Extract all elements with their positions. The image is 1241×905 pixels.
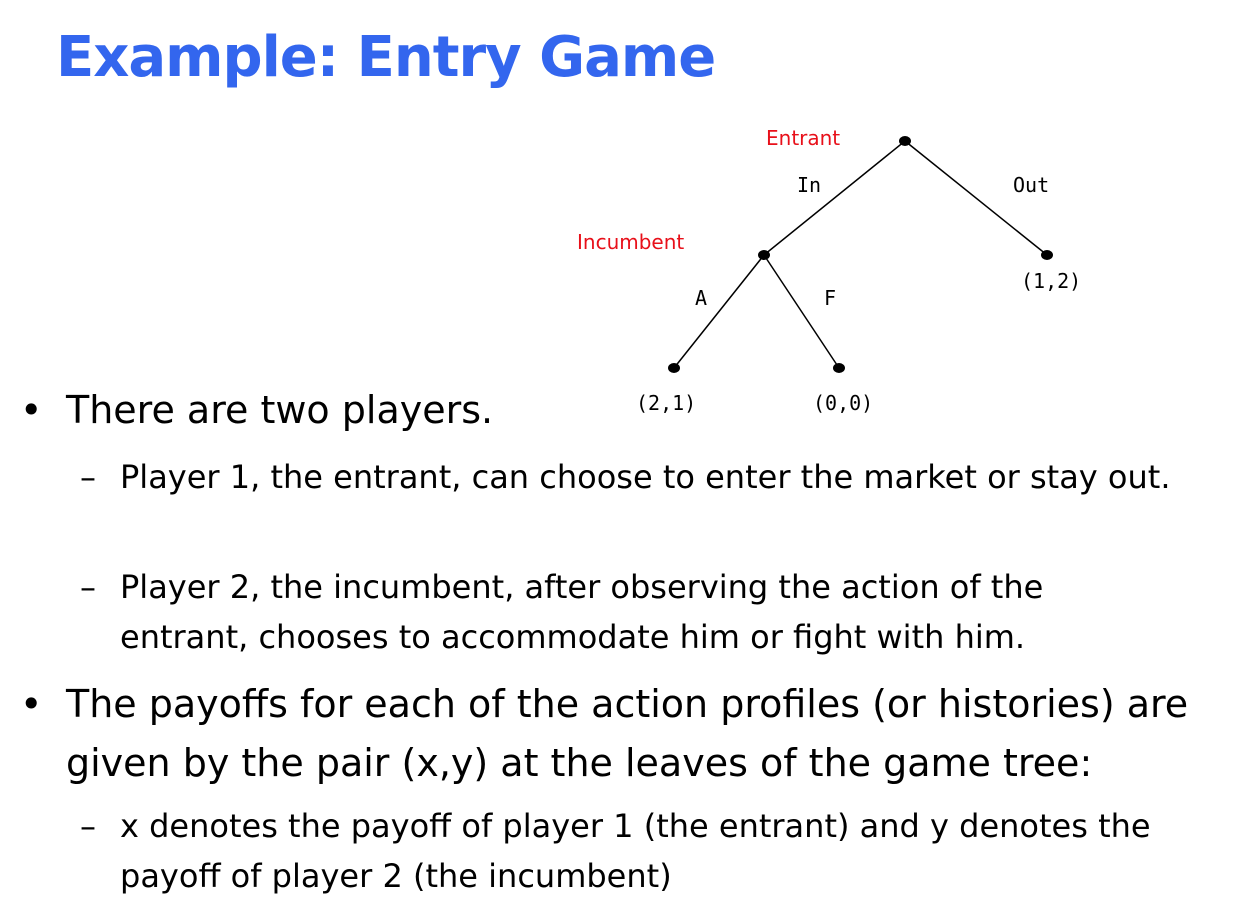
bullet-item: • The payoffs for each of the action pro… bbox=[0, 675, 1215, 793]
action-fight-label: F bbox=[824, 286, 836, 310]
payoff-out: (1,2) bbox=[1021, 269, 1081, 293]
entrant-node bbox=[899, 136, 911, 146]
bullet-text: There are two players. bbox=[66, 388, 494, 432]
sub-bullet-marker: – bbox=[80, 807, 96, 845]
edge-in bbox=[763, 140, 906, 256]
sub-bullet-text: Player 2, the incumbent, after observing… bbox=[120, 568, 1044, 656]
bullet-marker: • bbox=[20, 388, 43, 432]
edge-out bbox=[904, 140, 1048, 256]
sub-bullet-text: Player 1, the entrant, can choose to ent… bbox=[120, 458, 1171, 496]
entrant-label: Entrant bbox=[766, 126, 840, 150]
action-in-label: In bbox=[797, 173, 821, 197]
edge-fight bbox=[763, 254, 840, 369]
incumbent-node bbox=[758, 250, 770, 260]
page-title: Example: Entry Game bbox=[56, 25, 716, 90]
sub-bullet-marker: – bbox=[80, 458, 96, 496]
bullet-marker: • bbox=[20, 682, 43, 726]
bullet-text: The payoffs for each of the action profi… bbox=[66, 682, 1189, 785]
action-out-label: Out bbox=[1013, 173, 1049, 197]
bullet-item: • There are two players. bbox=[0, 381, 560, 440]
incumbent-label: Incumbent bbox=[577, 230, 684, 254]
out-leaf-node bbox=[1041, 250, 1053, 260]
sub-bullet-text: x denotes the payoff of player 1 (the en… bbox=[120, 807, 1151, 895]
fight-leaf-node bbox=[833, 363, 845, 373]
sub-bullet-marker: – bbox=[80, 568, 96, 606]
payoff-in-fight: (0,0) bbox=[813, 391, 873, 415]
sub-bullet-item: – Player 2, the incumbent, after observi… bbox=[80, 562, 1140, 662]
action-accommodate-label: A bbox=[695, 286, 707, 310]
payoff-in-accommodate: (2,1) bbox=[636, 391, 696, 415]
sub-bullet-item: – Player 1, the entrant, can choose to e… bbox=[80, 452, 1180, 502]
sub-bullet-item: – x denotes the payoff of player 1 (the … bbox=[80, 801, 1160, 901]
accommodate-leaf-node bbox=[668, 363, 680, 373]
edge-accommodate bbox=[673, 254, 765, 369]
